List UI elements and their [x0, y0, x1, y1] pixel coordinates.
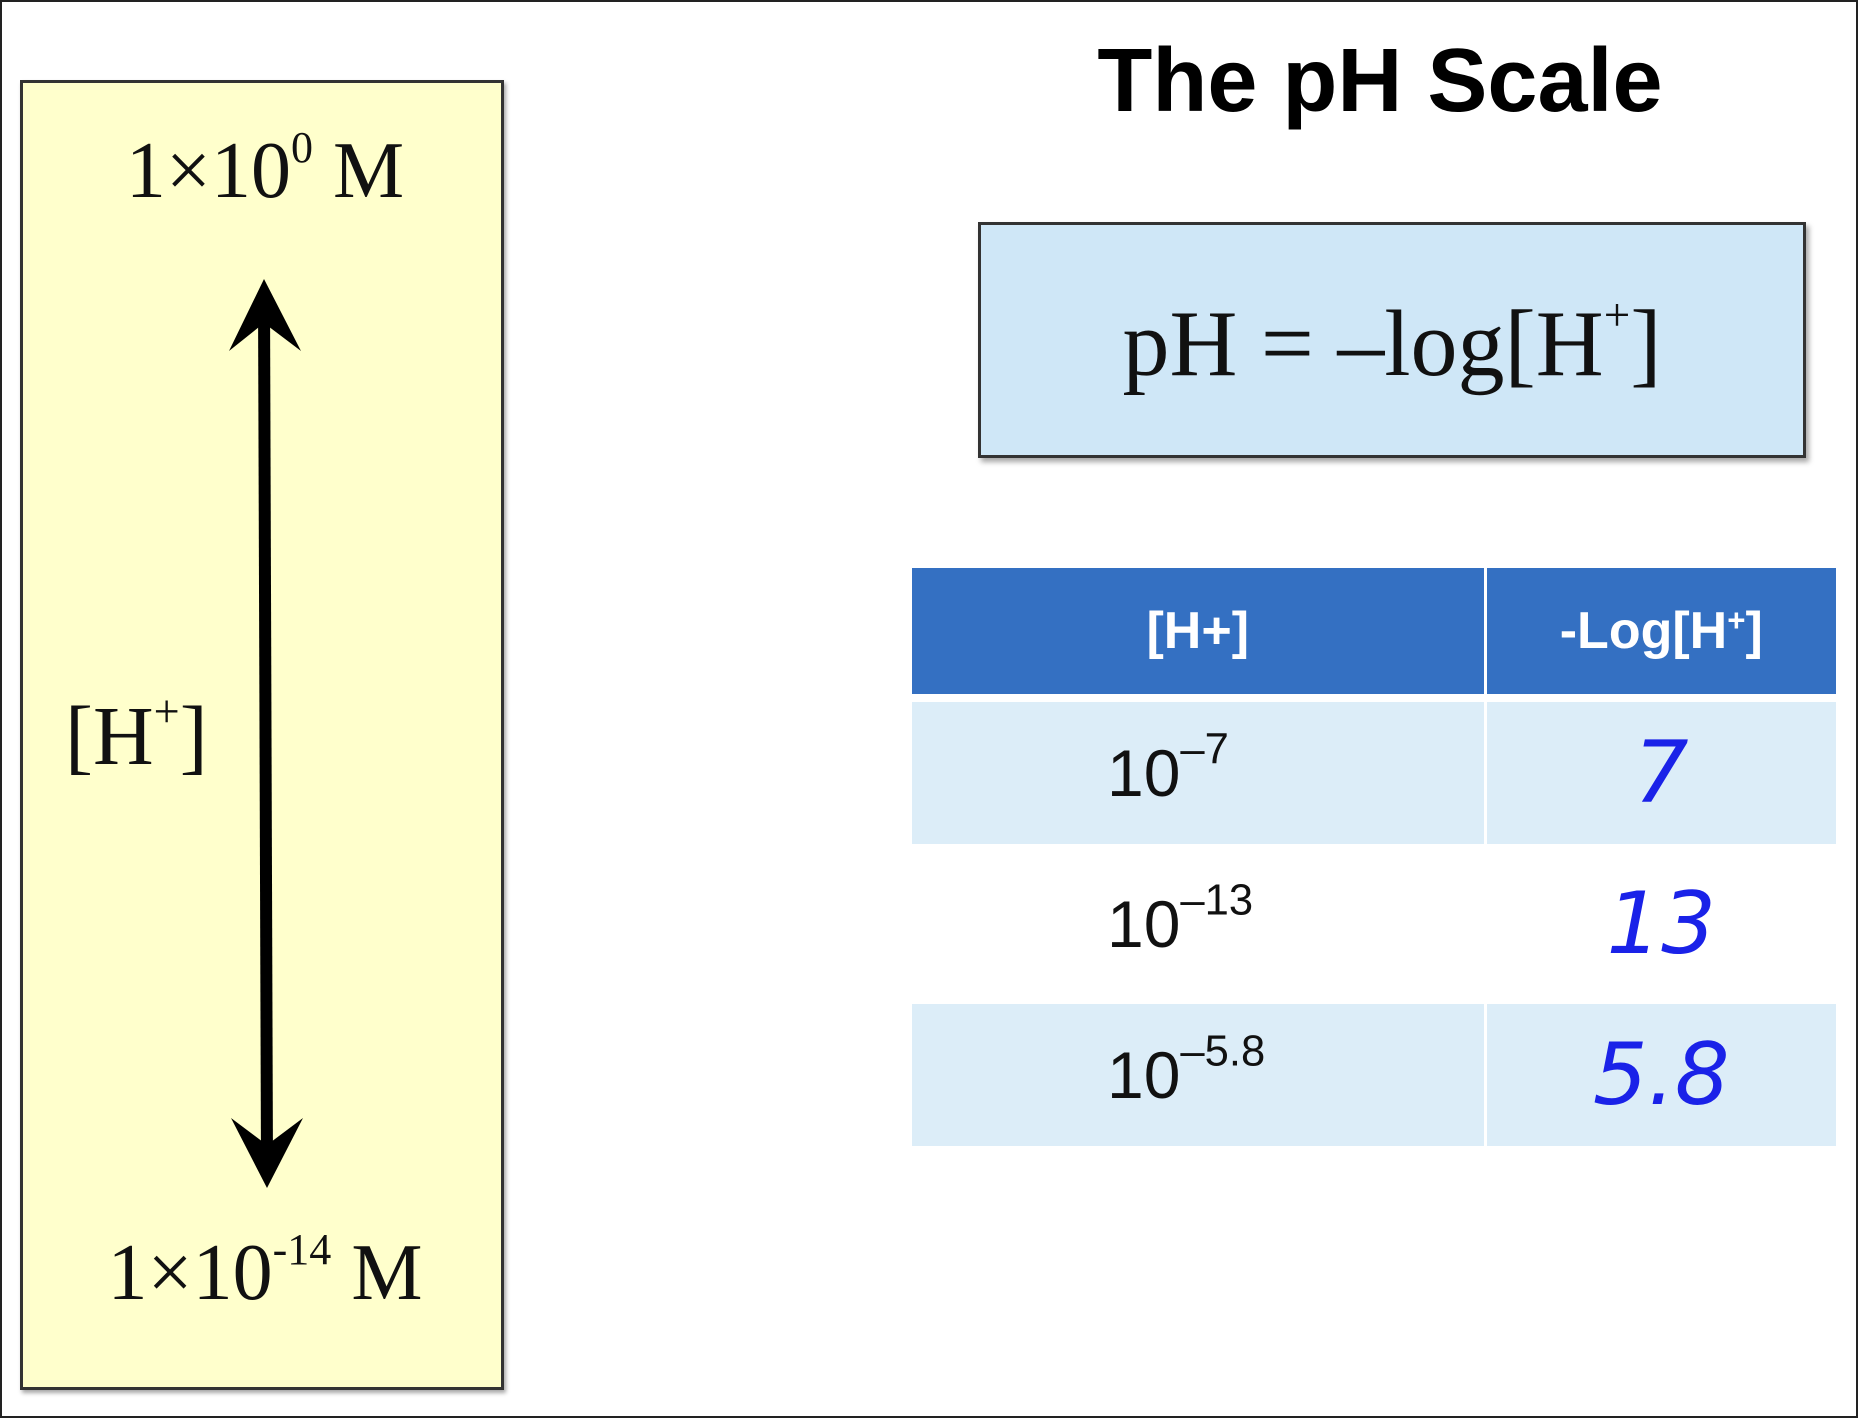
ph-formula-box: pH = –log[H+] — [978, 222, 1806, 458]
conc-exponent: –13 — [1180, 876, 1254, 925]
slide-title: The pH Scale — [1097, 31, 1663, 131]
concentration-cell: 10–7 — [912, 698, 1487, 844]
formula-close: ] — [1630, 292, 1662, 396]
bottom-unit: M — [331, 1229, 423, 1317]
header-neg-log: -Log[H+] — [1485, 568, 1836, 702]
bottom-concentration-label: 1×10-14 M — [23, 1227, 507, 1313]
conc-base: 10 — [1107, 887, 1181, 961]
arrow-head-up — [229, 279, 301, 351]
header-concentration-text: [H+] — [1146, 602, 1250, 660]
conc-base: 10 — [1107, 736, 1181, 810]
conc-exponent: –5.8 — [1180, 1027, 1266, 1076]
formula-text: pH = –log[H — [1122, 292, 1604, 396]
top-concentration-label: 1×100 M — [23, 125, 507, 211]
header-neg-log-text: -Log[H — [1559, 602, 1728, 660]
header-concentration: [H+] — [912, 568, 1487, 702]
axis-label-close: ] — [179, 690, 208, 783]
concentration-cell: 10–5.8 — [912, 1004, 1487, 1146]
handwritten-ph-value: 13 — [1485, 844, 1836, 1004]
table-row: 10–5.8 5.8 — [912, 1004, 1836, 1146]
arrow-head-down — [231, 1118, 303, 1188]
top-unit: M — [312, 127, 405, 215]
conc-exponent: –7 — [1180, 725, 1229, 774]
table-row: 10–13 13 — [912, 844, 1836, 1004]
concentration-cell: 10–13 — [912, 844, 1487, 1004]
top-exponent: 0 — [290, 122, 313, 172]
axis-label-sup: + — [153, 686, 180, 738]
handwritten-ph-value: 5.8 — [1485, 1004, 1836, 1146]
ph-formula: pH = –log[H+] — [981, 292, 1803, 391]
conc-base: 10 — [1107, 1038, 1181, 1112]
top-mantissa: 1×10 — [125, 127, 291, 215]
concentration-scale-panel: 1×100 M [H+] 1×10-14 M — [20, 80, 504, 1390]
handwritten-ph-value: 7 — [1485, 698, 1836, 844]
table-row: 10–7 7 — [912, 698, 1836, 844]
arrow-shaft — [258, 297, 273, 1169]
axis-label-base: [H — [65, 690, 154, 783]
bottom-mantissa: 1×10 — [107, 1229, 273, 1317]
header-neg-log-sup: + — [1727, 602, 1746, 638]
bottom-exponent: -14 — [272, 1224, 332, 1274]
header-neg-log-close: ] — [1745, 602, 1763, 660]
hydrogen-ion-axis-label: [H+] — [65, 688, 208, 779]
table-header-row: [H+] -Log[H+] — [912, 568, 1836, 702]
ph-table: [H+] -Log[H+] 10–7 7 10–13 13 10–5.8 5.8 — [912, 568, 1836, 1146]
double-arrow-icon — [229, 279, 303, 1188]
formula-sup: + — [1603, 289, 1631, 342]
